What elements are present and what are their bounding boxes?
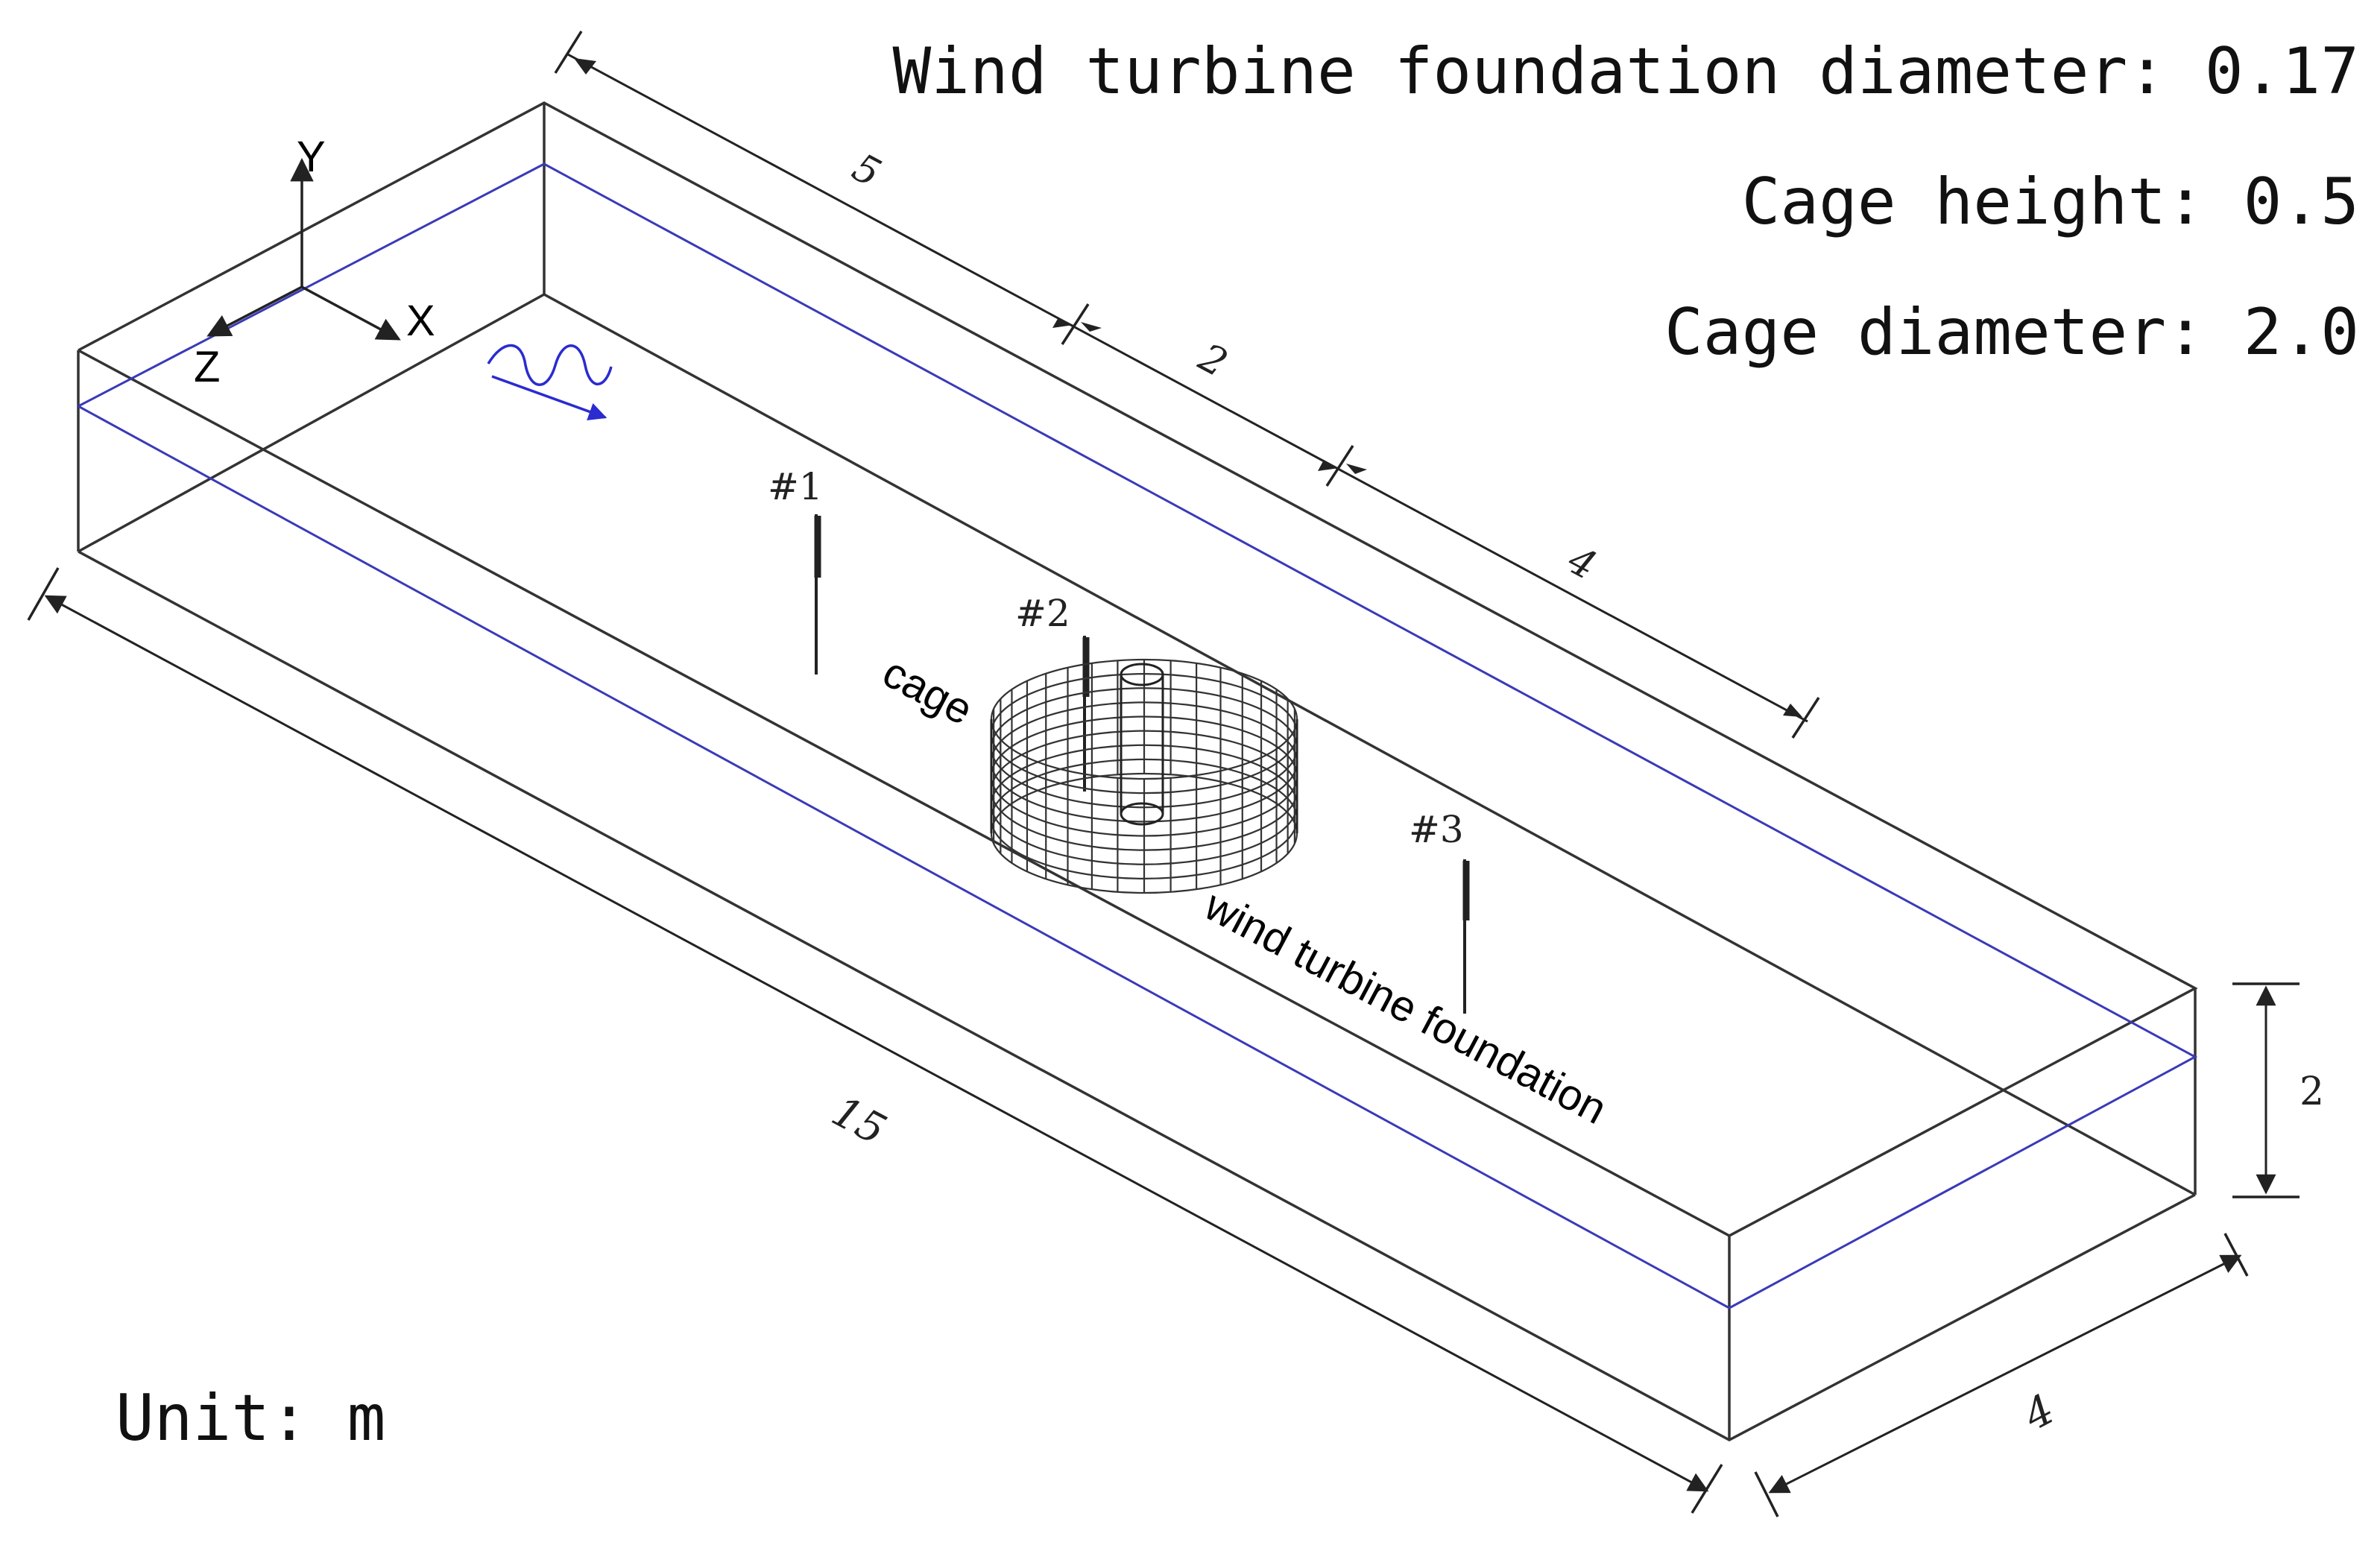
x-axis bbox=[301, 285, 401, 341]
cage bbox=[990, 658, 1298, 894]
dimension-label-4-top: 4 bbox=[1560, 537, 1603, 589]
tank-height-dimension: 2 bbox=[2232, 982, 2324, 1198]
probe-2: #2 bbox=[1015, 592, 1090, 792]
length-dimension-chain: 5 2 4 bbox=[554, 31, 1820, 739]
wind-turbine-foundation bbox=[1120, 663, 1164, 826]
z-axis bbox=[206, 285, 303, 337]
foundation-label: wind turbine foundation bbox=[1196, 881, 1614, 1134]
parameter-panel: Wind turbine foundation diameter: 0.17 C… bbox=[892, 34, 2359, 370]
dimension-label-height: 2 bbox=[2299, 1070, 2324, 1114]
cage-mesh bbox=[990, 658, 1298, 894]
probe-3: #3 bbox=[1409, 808, 1470, 1014]
probe-1: #1 bbox=[768, 465, 823, 675]
foundation-diameter-text: Wind turbine foundation diameter: 0.17 bbox=[892, 34, 2359, 109]
coordinate-axes: Y X Z bbox=[194, 133, 435, 391]
dimension-line-length bbox=[44, 595, 1709, 1492]
dimension-label-2: 2 bbox=[1191, 335, 1234, 386]
probe-2-label: #2 bbox=[1015, 592, 1070, 635]
cage-height-text: Cage height: 0.5 bbox=[1742, 165, 2359, 239]
probe-1-label: #1 bbox=[768, 465, 823, 508]
dimension-line-top bbox=[566, 52, 1808, 723]
cage-label: cage bbox=[875, 648, 981, 734]
probe-3-label: #3 bbox=[1409, 808, 1464, 851]
dimension-label-15: 15 bbox=[824, 1087, 894, 1155]
y-axis-label: Y bbox=[297, 133, 326, 181]
wave-direction-icon bbox=[487, 344, 613, 421]
x-axis-label: X bbox=[406, 297, 435, 345]
z-axis-label: Z bbox=[194, 343, 220, 391]
unit-label: Unit: m bbox=[116, 1381, 385, 1456]
dimension-line-width bbox=[1768, 1254, 2242, 1494]
dimension-label-4-width: 4 bbox=[2016, 1386, 2062, 1441]
tank-length-dimension: 15 bbox=[27, 567, 1723, 1514]
dimension-label-5: 5 bbox=[845, 145, 888, 197]
cage-diameter-text: Cage diameter: 2.0 bbox=[1664, 295, 2359, 370]
tank-top-outline bbox=[78, 101, 2198, 1237]
tank-width-dimension: 4 bbox=[1754, 1233, 2249, 1517]
